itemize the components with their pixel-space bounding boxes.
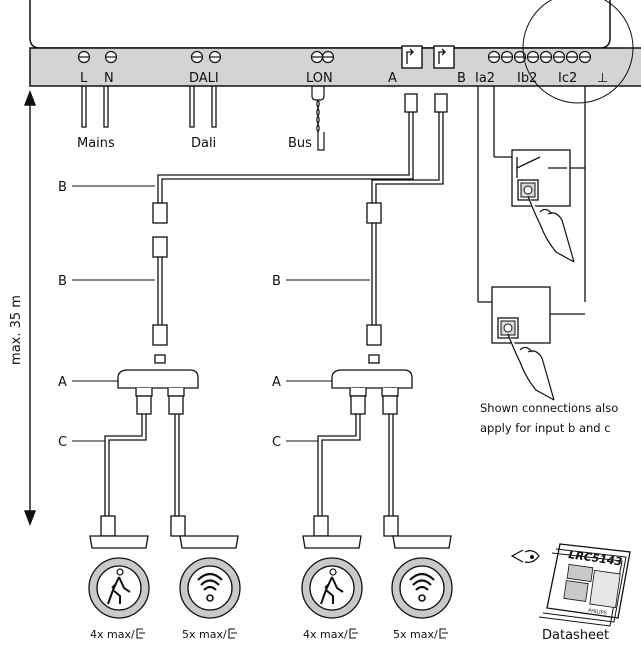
mains-label: Mains [77, 136, 115, 151]
datasheet-brand: PHILIPS [588, 608, 607, 617]
right-cable-labels: B A C [272, 274, 370, 450]
cable-label-b1: B [58, 180, 67, 195]
rj-socket-a [401, 45, 423, 69]
cable-label-c2: C [272, 435, 281, 450]
left-sensor-group [100, 93, 418, 537]
terminal-a-label: A [388, 71, 397, 86]
dali-label: Dali [191, 136, 216, 151]
datasheet-caption: Datasheet [542, 628, 609, 643]
right-sensor-group [313, 93, 448, 537]
note-line-1: Shown connections also [480, 401, 618, 415]
cable-label-b3: B [272, 274, 281, 289]
wifi-sensor-icon-1 [179, 557, 241, 619]
cable-label-a1: A [58, 375, 67, 390]
bus-label: Bus [288, 136, 312, 151]
connector-glyphs [136, 628, 448, 639]
terminal-n-label: N [104, 71, 114, 86]
terminal-b-label: B [457, 71, 466, 86]
mains-wires [81, 86, 217, 128]
terminal-ic2-label: Ic2 [558, 71, 577, 86]
sensor-caption-3: 4x max/ [303, 628, 348, 641]
cable-label-a2: A [272, 375, 281, 390]
highlight-circle [522, 0, 634, 104]
terminal-dali-label: DALI [189, 71, 219, 86]
terminal-ib2-label: Ib2 [517, 71, 537, 86]
distance-label: max. 35 m [9, 295, 24, 365]
terminal-ground-label: ⊥ [597, 71, 608, 86]
distance-arrow [23, 90, 37, 526]
left-cable-labels: B B A C [58, 180, 155, 450]
presence-sensor-icon-2 [301, 557, 363, 619]
rj-socket-b [433, 45, 455, 69]
terminal-lon-label: LON [306, 71, 333, 86]
wifi-sensor-icon-2 [391, 557, 453, 619]
note-line-2: apply for input b and c [480, 421, 611, 435]
datasheet-icon [510, 543, 631, 627]
terminal-ia2-label: Ia2 [475, 71, 495, 86]
presence-sensor-icon-1 [88, 557, 150, 619]
sensor-caption-4: 5x max/ [393, 628, 438, 641]
cable-label-b2: B [58, 274, 67, 289]
cable-label-c1: C [58, 435, 67, 450]
controller-unit [29, 0, 641, 87]
sensor-mounts [89, 535, 452, 549]
terminal-l-label: L [80, 71, 88, 86]
sensor-caption-1: 4x max/ [90, 628, 135, 641]
push-button-switch-upper [511, 149, 575, 263]
push-button-switch-lower [491, 286, 555, 401]
sensor-caption-2: 5x max/ [182, 628, 227, 641]
lon-bus-wire [311, 86, 325, 151]
